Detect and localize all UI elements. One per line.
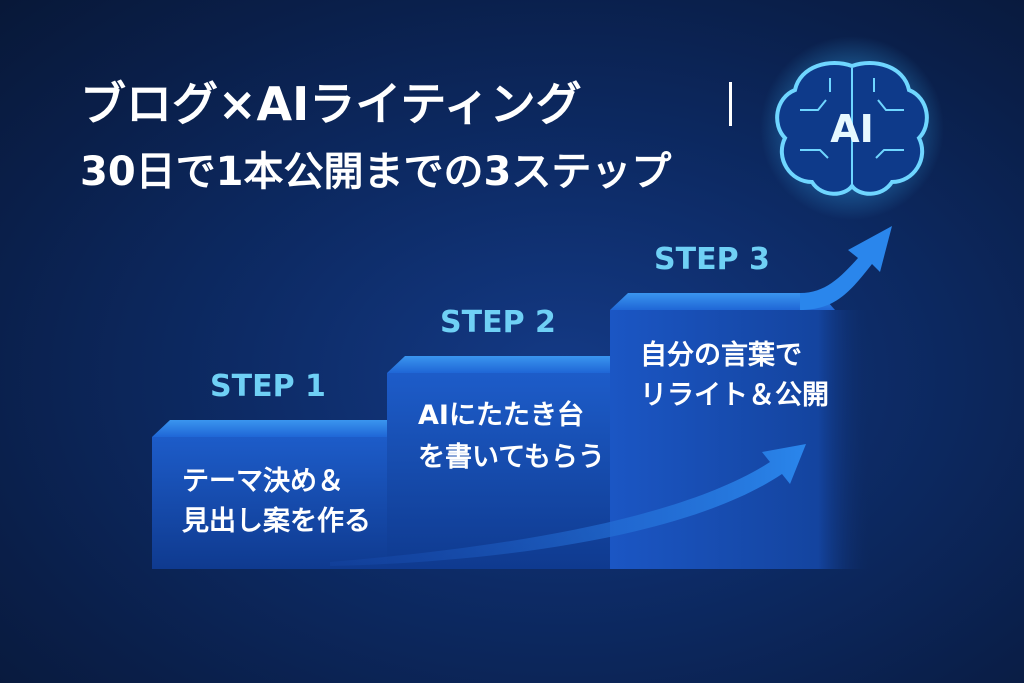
growth-arrow-lower-icon — [330, 444, 806, 566]
title-line-2: 30日で1本公開までの3ステップ — [80, 149, 671, 195]
step-1-line-2: 見出し案を作る — [182, 505, 371, 537]
title-divider — [729, 82, 732, 126]
step-1-label: STEP 1 — [210, 369, 326, 404]
title-line-1: ブログ×AIライティング — [80, 77, 582, 131]
growth-arrow-upper-icon — [800, 226, 892, 310]
step-3-line-1: 自分の言葉で — [640, 339, 802, 371]
step-2-line-2: を書いてもらう — [418, 442, 605, 473]
ai-brain-icon: AI — [760, 36, 944, 220]
step-3-label: STEP 3 — [654, 242, 770, 277]
step-1-line-1: テーマ決め＆ — [182, 466, 344, 497]
ai-badge-label: AI — [830, 107, 874, 151]
step-3-line-2: リライト＆公開 — [640, 380, 829, 411]
step-2-line-1: AIにたたき台 — [418, 399, 584, 431]
step-2-label: STEP 2 — [440, 305, 556, 340]
step-1-block — [152, 420, 395, 569]
